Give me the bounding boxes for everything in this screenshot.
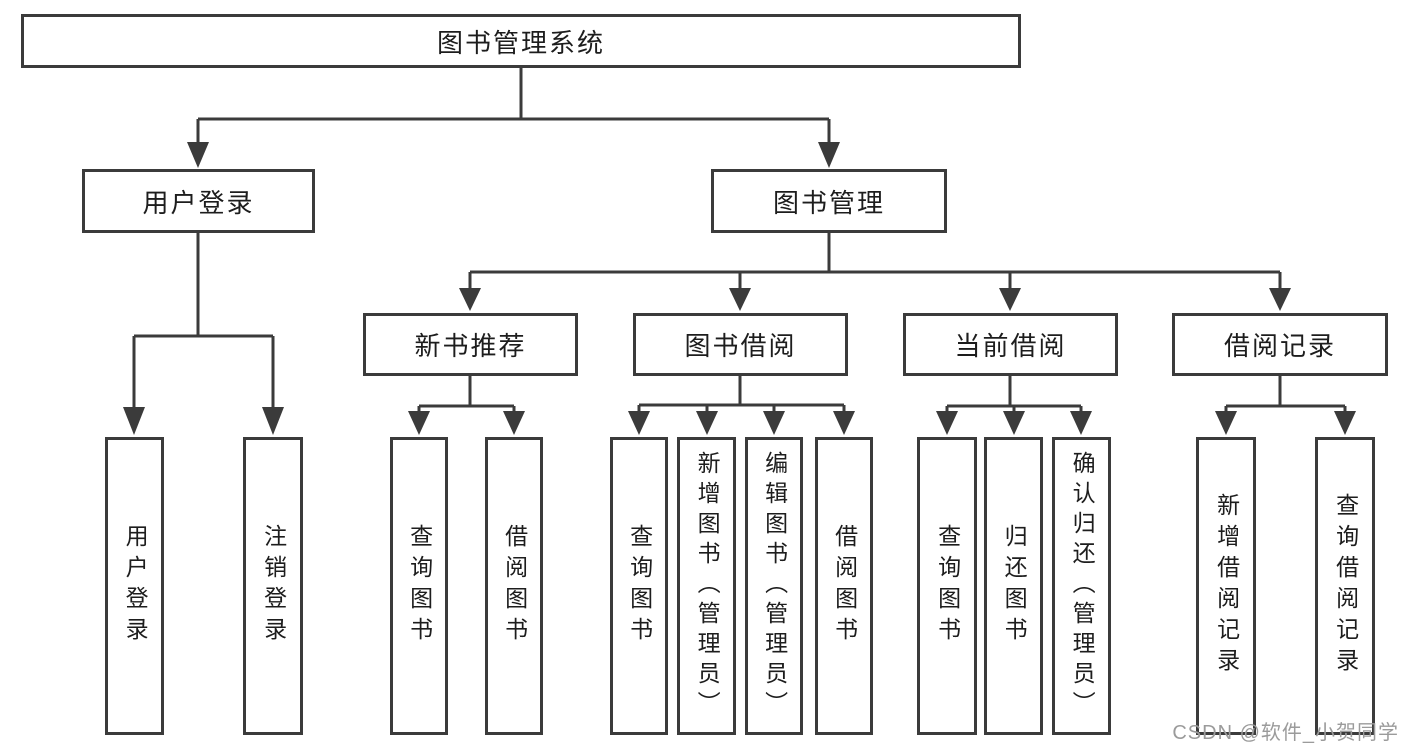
node-label: 查询图书: [406, 524, 433, 648]
node-book-borrow: 图书借阅: [633, 313, 848, 376]
node-label: 用户登录: [122, 524, 149, 648]
node-label: 当前借阅: [954, 331, 1067, 361]
leaf-borrow-books-recommend: 借阅图书: [485, 437, 543, 735]
arrow-down-icon: [936, 411, 958, 435]
node-label: 确认归还（管理员）: [1069, 451, 1096, 721]
wire-newbook-to-leaves: [417, 376, 516, 414]
leaf-confirm-return-admin: 确认归还（管理员）: [1052, 437, 1111, 735]
node-new-book-recommend: 新书推荐: [363, 313, 578, 376]
leaf-query-books-borrow: 查询图书: [610, 437, 668, 735]
node-label: 借阅图书: [501, 524, 528, 648]
node-label: 查询图书: [934, 524, 961, 648]
wire-currentborrow-to-leaves: [945, 376, 1083, 414]
arrow-down-icon: [1003, 411, 1025, 435]
leaf-query-books-current: 查询图书: [917, 437, 977, 735]
leaf-add-borrow-record: 新增借阅记录: [1196, 437, 1256, 735]
node-user-login: 用户登录: [82, 169, 315, 233]
node-label: 用户登录: [142, 187, 255, 218]
arrow-down-icon: [1334, 411, 1356, 435]
arrow-down-icon: [696, 411, 718, 435]
node-book-management: 图书管理: [711, 169, 947, 233]
arrow-down-icon: [833, 411, 855, 435]
arrow-down-icon: [503, 411, 525, 435]
wire-root-to-level2: [196, 68, 831, 144]
node-label: 图书借阅: [684, 331, 797, 361]
leaf-edit-books-admin: 编辑图书（管理员）: [745, 437, 803, 735]
leaf-logout-login: 注销登录: [243, 437, 303, 735]
arrow-down-icon: [1269, 288, 1291, 311]
wire-bookmgmt-to-level3: [468, 233, 1282, 290]
wire-bookborrow-to-leaves: [637, 376, 846, 414]
leaf-add-books-admin: 新增图书（管理员）: [677, 437, 736, 735]
node-label: 查询图书: [626, 524, 653, 648]
node-root-system: 图书管理系统: [21, 14, 1021, 68]
leaf-borrow-books: 借阅图书: [815, 437, 873, 735]
node-borrow-records: 借阅记录: [1172, 313, 1388, 376]
arrow-down-icon: [1070, 411, 1092, 435]
node-label: 编辑图书（管理员）: [761, 451, 788, 721]
node-label: 新增借阅记录: [1213, 493, 1240, 679]
arrow-down-icon: [999, 288, 1021, 311]
arrow-down-icon: [459, 288, 481, 311]
arrow-down-icon: [123, 407, 145, 435]
arrow-down-icon: [1215, 411, 1237, 435]
arrow-down-icon: [729, 288, 751, 311]
arrow-down-icon: [763, 411, 785, 435]
csdn-watermark: CSDN @软件_小贺同学: [1172, 722, 1399, 744]
arrow-down-icon: [628, 411, 650, 435]
leaf-query-borrow-record: 查询借阅记录: [1315, 437, 1375, 735]
wire-borrowrecords-to-leaves: [1224, 376, 1347, 414]
leaf-user-login: 用户登录: [105, 437, 164, 735]
node-current-borrow: 当前借阅: [903, 313, 1118, 376]
node-label: 注销登录: [260, 524, 287, 648]
leaf-return-books: 归还图书: [984, 437, 1043, 735]
arrow-down-icon: [408, 411, 430, 435]
arrow-down-icon: [187, 142, 209, 168]
node-label: 新增图书（管理员）: [694, 451, 721, 721]
arrow-down-icon: [818, 142, 840, 168]
node-label: 归还图书: [1001, 524, 1028, 648]
node-label: 借阅记录: [1223, 331, 1336, 361]
wire-userlogin-to-leaves: [132, 233, 275, 410]
arrow-down-icon: [262, 407, 284, 435]
node-label: 新书推荐: [414, 331, 527, 361]
node-label: 图书管理: [772, 187, 885, 218]
node-label: 借阅图书: [831, 524, 858, 648]
node-label: 查询借阅记录: [1332, 493, 1359, 679]
node-label: 图书管理系统: [436, 27, 605, 58]
leaf-query-books-recommend: 查询图书: [390, 437, 448, 735]
